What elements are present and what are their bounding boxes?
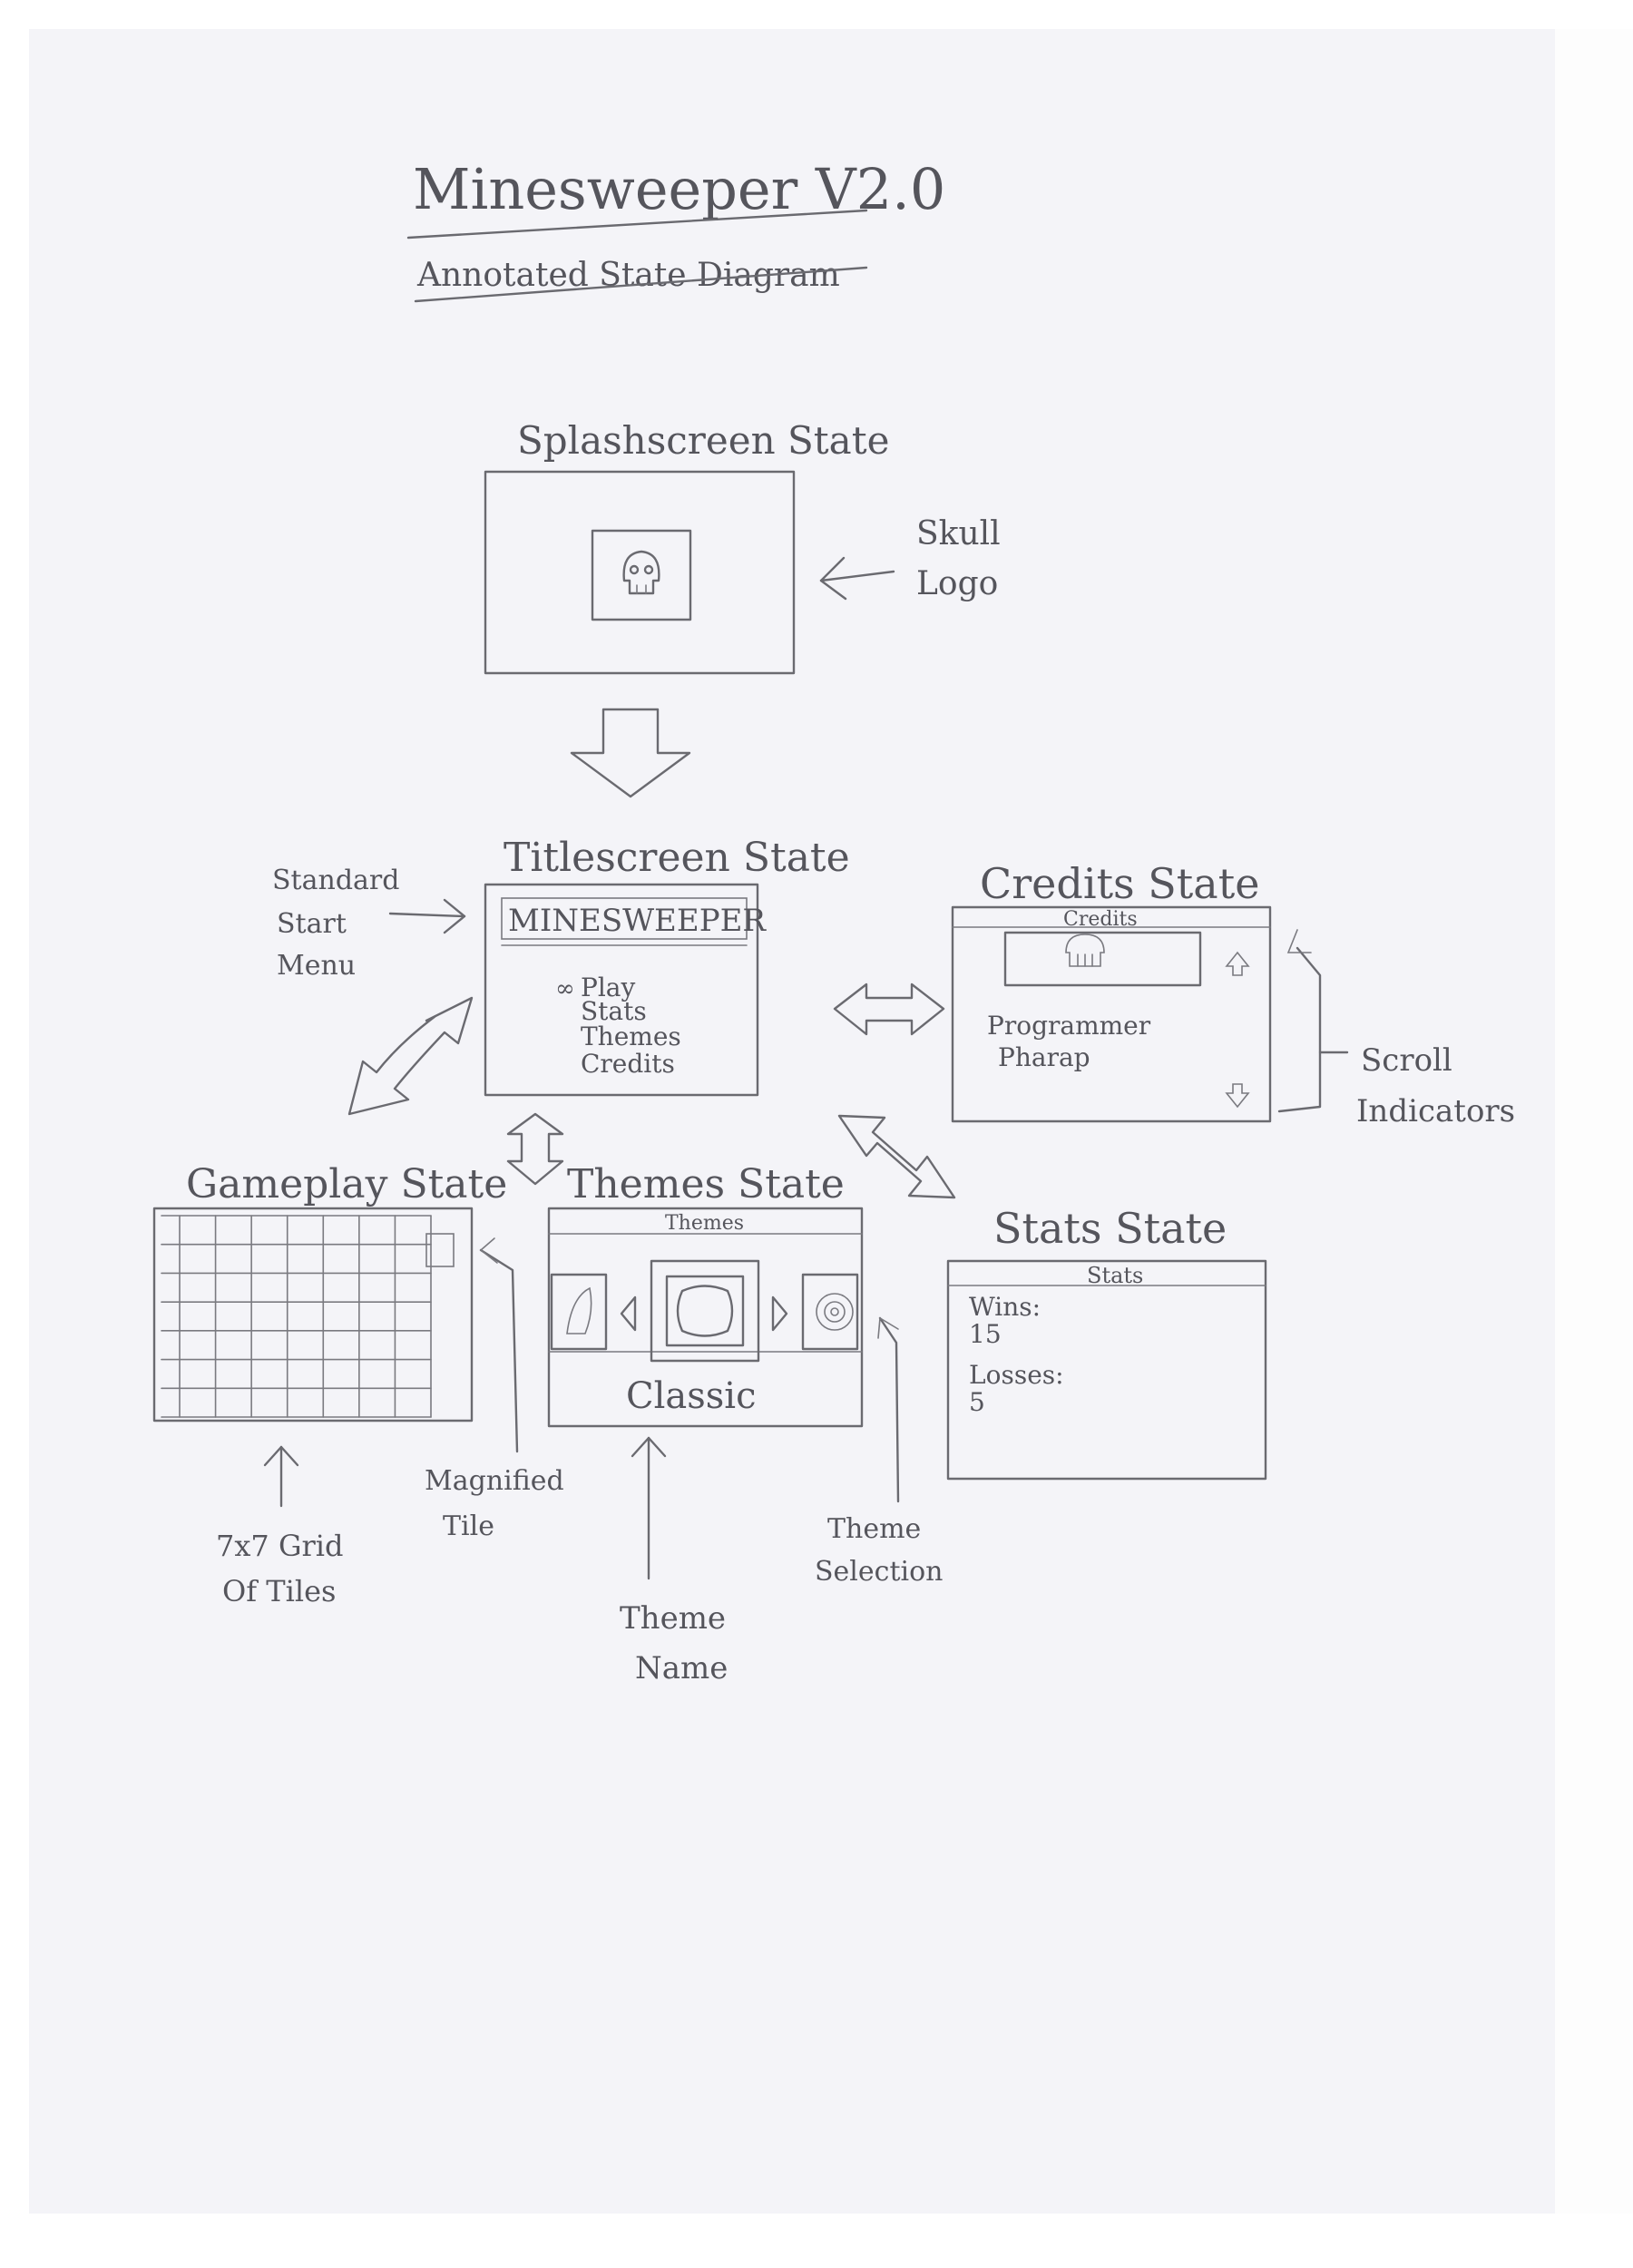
menu-item-stats: Stats: [581, 996, 647, 1026]
start-menu-note-2: Start: [277, 908, 347, 940]
stats-wins-value: 15: [969, 1319, 1002, 1349]
theme-selection-note-2: Selection: [815, 1556, 944, 1588]
stats-wins-label: Wins:: [969, 1292, 1041, 1322]
title-underline: [406, 209, 868, 240]
credits-header: Credits: [1063, 908, 1138, 931]
splash-state-label: Splashscreen State: [517, 418, 889, 463]
subtitle-underline: [414, 266, 868, 303]
stats-header: Stats: [1087, 1263, 1143, 1288]
credits-state-box: [951, 905, 1272, 1123]
theme-selection-note-1: Theme: [827, 1513, 921, 1545]
themes-state-box: [547, 1207, 864, 1428]
theme-current-frame: [650, 1259, 760, 1363]
tile-grid: [161, 1215, 432, 1418]
start-menu-note-1: Standard: [272, 865, 399, 896]
stats-losses-label: Losses:: [969, 1360, 1064, 1390]
splash-state-box: [484, 470, 796, 675]
skull-logo-note-2: Logo: [916, 565, 998, 602]
title-stats-arrow: [837, 1114, 956, 1199]
themes-header: Themes: [665, 1212, 744, 1235]
splash-logo-frame: [591, 529, 692, 621]
gameplay-state-box: [152, 1207, 474, 1422]
menu-item-credits: Credits: [581, 1049, 675, 1079]
theme-name-note-2: Name: [635, 1650, 728, 1686]
credits-line-1: Programmer: [987, 1011, 1151, 1041]
magnified-tile-arrow: [479, 1248, 519, 1453]
title-logo-text: MINESWEEPER: [508, 903, 767, 939]
theme-left-arrow-icon: [620, 1295, 637, 1332]
start-menu-arrow: [388, 912, 466, 918]
theme-next-spiral-icon: [816, 1293, 854, 1331]
theme-next-preview: [801, 1273, 859, 1351]
theme-name-text: Classic: [626, 1375, 757, 1417]
menu-item-play: Play: [581, 973, 635, 1002]
scroll-down-icon: [1225, 1083, 1250, 1109]
stats-state-box: [946, 1259, 1267, 1481]
scroll-indicator-bracket: [1277, 946, 1322, 1113]
title-gameplay-arrow: [347, 996, 474, 1116]
title-credits-arrow: [833, 982, 945, 1036]
theme-prev-preview: [550, 1273, 608, 1351]
magnified-note-2: Tile: [443, 1510, 494, 1542]
grid-note-1: 7x7 Grid: [216, 1529, 344, 1563]
skull-icon: [622, 550, 660, 595]
stats-losses-value: 5: [969, 1387, 985, 1417]
credits-line-2: Pharap: [998, 1042, 1090, 1072]
skull-logo-note-1: Skull: [916, 515, 1001, 552]
splash-to-title-arrow: [570, 708, 691, 798]
scroll-note-1: Scroll: [1361, 1042, 1452, 1079]
theme-selection-arrow: [878, 1316, 900, 1503]
title-themes-arrow: [506, 1112, 564, 1186]
theme-right-arrow-icon: [771, 1295, 788, 1332]
scroll-note-2: Indicators: [1356, 1093, 1515, 1129]
skull-logo-arrow: [819, 570, 895, 582]
title-state-label: Titlescreen State: [504, 835, 850, 881]
grid-note-2: Of Tiles: [222, 1574, 336, 1608]
title-menu-cursor-icon: ∞: [555, 975, 575, 1002]
credits-logo-frame: [1003, 931, 1202, 987]
menu-item-themes: Themes: [581, 1022, 681, 1051]
credits-skull-icon: [1065, 934, 1105, 967]
gameplay-state-label: Gameplay State: [186, 1161, 507, 1207]
scroll-up-icon: [1225, 951, 1250, 976]
start-menu-note-3: Menu: [277, 950, 356, 982]
theme-name-note-1: Theme: [620, 1600, 726, 1637]
paper-edge-bottom: [0, 2214, 1633, 2268]
title-logo-frame: [501, 897, 748, 940]
diagram-title: Minesweeper V2.0: [413, 156, 945, 222]
stats-state-label: Stats State: [993, 1204, 1227, 1253]
title-state-box: [484, 883, 759, 1097]
credits-state-label: Credits State: [980, 859, 1259, 908]
magnified-note-1: Magnified: [425, 1465, 564, 1497]
theme-current-preview-icon: [676, 1285, 734, 1337]
paper-sheet: [29, 29, 1555, 2214]
paper-edge: [1555, 29, 1633, 2214]
themes-state-label: Themes State: [567, 1161, 845, 1207]
magnified-tile: [425, 1233, 455, 1267]
